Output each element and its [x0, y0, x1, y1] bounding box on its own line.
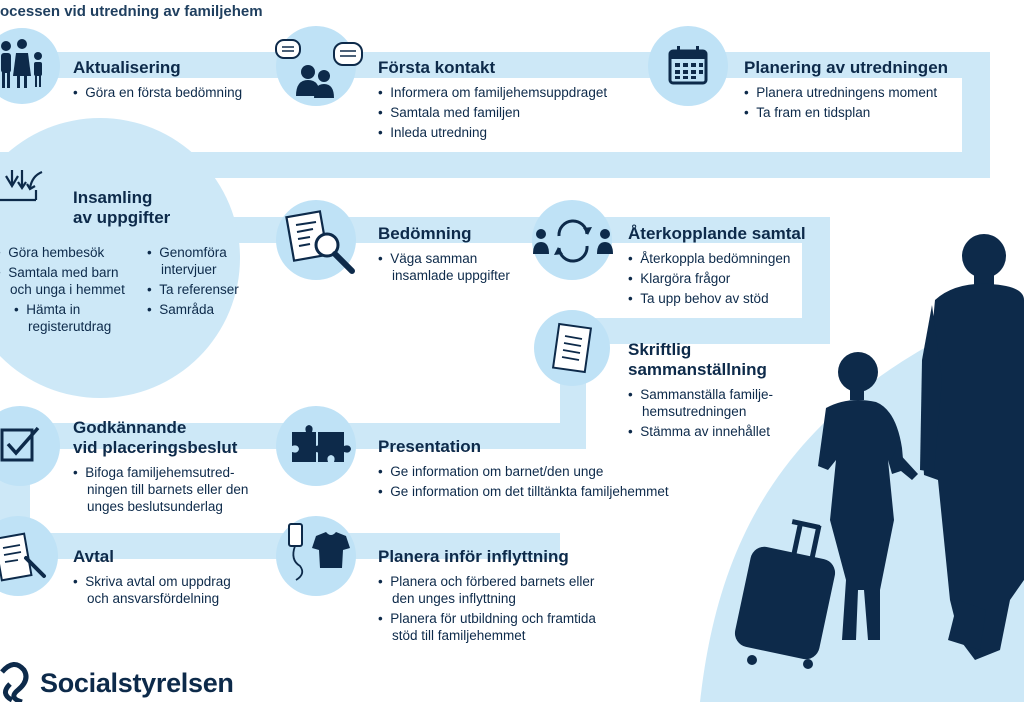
step-avtal: Avtal Skriva avtal om uppdrag och ansvar… [73, 547, 253, 610]
list-item: Samråda [147, 301, 247, 318]
list-item: Ge information om barnet/den unge [378, 463, 708, 480]
list-item: Ta fram en tidsplan [744, 104, 984, 121]
step-godkannande: Godkännande vid placeringsbeslut Bifoga … [73, 418, 263, 518]
step-title: Återkopplande samtal [628, 224, 806, 243]
list-item: Göra hembesök [0, 244, 140, 261]
step-bedomning: Bedömning Väga samman insamlade uppgifte… [378, 224, 528, 287]
contract-icon [0, 532, 46, 582]
list-item: Planera för utbildning och framtida stöd… [378, 610, 618, 644]
step-forsta-kontakt: Första kontakt Informera om familjehemsu… [378, 58, 638, 144]
step-title: Planering av utredningen [744, 58, 949, 77]
list-item: Göra en första bedömning [73, 84, 263, 101]
step-insamling-list-right: Genomföra intervjuer Ta referenser Samrå… [147, 244, 247, 321]
document-magnifier-icon [285, 210, 355, 274]
step-title: Planera inför inflyttning [378, 547, 569, 566]
list-item: Skriva avtal om uppdrag och ansvarsförde… [73, 573, 253, 607]
step-aktualisering: Aktualisering Göra en första bedömning [73, 58, 263, 104]
list-item: Stämma av innehållet [628, 423, 828, 440]
step-title: Aktualisering [73, 58, 181, 77]
feedback-cycle-icon [533, 219, 613, 263]
step-aterkopplande-samtal: Återkopplande samtal Återkoppla bedömnin… [628, 224, 818, 310]
step-insamling-title: Insamling av uppgifter [73, 188, 253, 234]
step-title: Avtal [73, 547, 114, 566]
step-title-line1: Insamling [73, 188, 153, 207]
list-item: Ta referenser [147, 281, 247, 298]
list-item: Ge information om det tilltänkta familje… [378, 483, 708, 500]
list-item: Planera och förbered barnets eller den u… [378, 573, 618, 607]
step-title: Skriftlig sammanställning [628, 340, 767, 379]
list-item: Sammanställa familje-hemsutredningen [628, 386, 788, 420]
socialstyrelsen-logo-text: Socialstyrelsen [40, 668, 234, 698]
inbox-icon [0, 170, 43, 202]
step-insamling-list-left: Göra hembesök Samtala med barn och unga … [0, 244, 140, 338]
family-icon-circle [0, 28, 60, 104]
list-item: Samtala med familjen [378, 104, 638, 121]
step-title-line1: Godkännande [73, 418, 187, 437]
list-item: Väga samman insamlade uppgifter [378, 250, 528, 284]
list-item: Hämta in registerutdrag [14, 301, 140, 335]
puzzle-icon [292, 425, 351, 462]
step-title-line2: av uppgifter [73, 208, 171, 227]
list-item: Ta upp behov av stöd [628, 290, 818, 307]
checklist-document-icon [551, 322, 593, 374]
step-planering: Planering av utredningen Planera utredni… [744, 58, 984, 124]
feedback-cycle-icon-circle [532, 200, 612, 280]
family-icon [1, 39, 42, 88]
calendar-icon [668, 46, 708, 85]
family-silhouette-illustration [734, 234, 1024, 669]
step-skriftlig-sammanstallning: Skriftlig sammanställning Sammanställa f… [628, 340, 828, 443]
step-title: Presentation [378, 437, 481, 456]
list-item: Inleda utredning [378, 124, 638, 141]
page-title: ocessen vid utredning av familjehem [0, 3, 263, 20]
phone-and-shirt-icon [288, 523, 350, 581]
step-planera-infor-inflyttning: Planera inför inflyttning Planera och fö… [378, 547, 618, 647]
checkbox-icon [0, 426, 40, 462]
list-item: Återkoppla bedömningen [628, 250, 818, 267]
step-title: Första kontakt [378, 58, 496, 77]
step-presentation: Presentation Ge information om barnet/de… [378, 437, 708, 503]
list-item: Klargöra frågor [628, 270, 818, 287]
checkbox-icon-circle [0, 406, 60, 486]
conversation-icon [275, 39, 363, 98]
list-item: Planera utredningens moment [744, 84, 984, 101]
list-item: Informera om familjehemsuppdraget [378, 84, 638, 101]
list-item: Bifoga familjehemsutred-ningen till barn… [73, 464, 263, 515]
socialstyrelsen-logo-icon [0, 662, 29, 702]
list-item: Genomföra intervjuer [147, 244, 247, 278]
list-item: Samtala med barn och unga i hemmet [0, 264, 140, 298]
step-title-line2: vid placeringsbeslut [73, 438, 238, 457]
step-title: Bedömning [378, 224, 472, 243]
